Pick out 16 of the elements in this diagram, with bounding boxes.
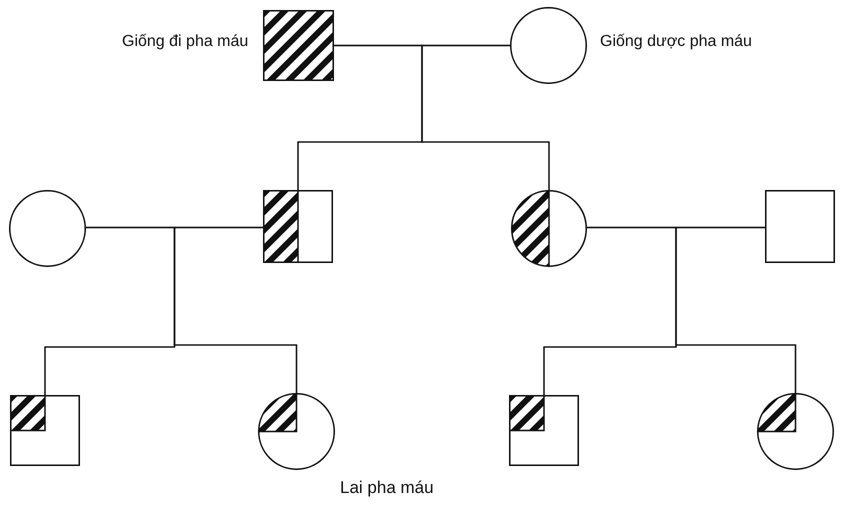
- circle-symbol: [258, 393, 335, 470]
- circle-symbol: [757, 393, 834, 470]
- square-symbol: [509, 395, 579, 466]
- square-symbol: [765, 190, 835, 263]
- circle-symbol: [510, 7, 587, 84]
- circle-symbol: [9, 190, 86, 267]
- square-symbol: [263, 10, 334, 81]
- pedigree-line: [174, 226, 298, 393]
- pedigree-line: [675, 226, 796, 393]
- square-symbol: [263, 190, 333, 263]
- circle-symbol: [511, 190, 587, 267]
- node-caption: Giống dược pha máu: [600, 33, 752, 51]
- square-symbol: [10, 395, 80, 466]
- generation-caption: Lai pha máu: [340, 478, 434, 498]
- node-caption: Giống đi pha máu: [122, 33, 248, 51]
- pedigree-line: [421, 44, 550, 190]
